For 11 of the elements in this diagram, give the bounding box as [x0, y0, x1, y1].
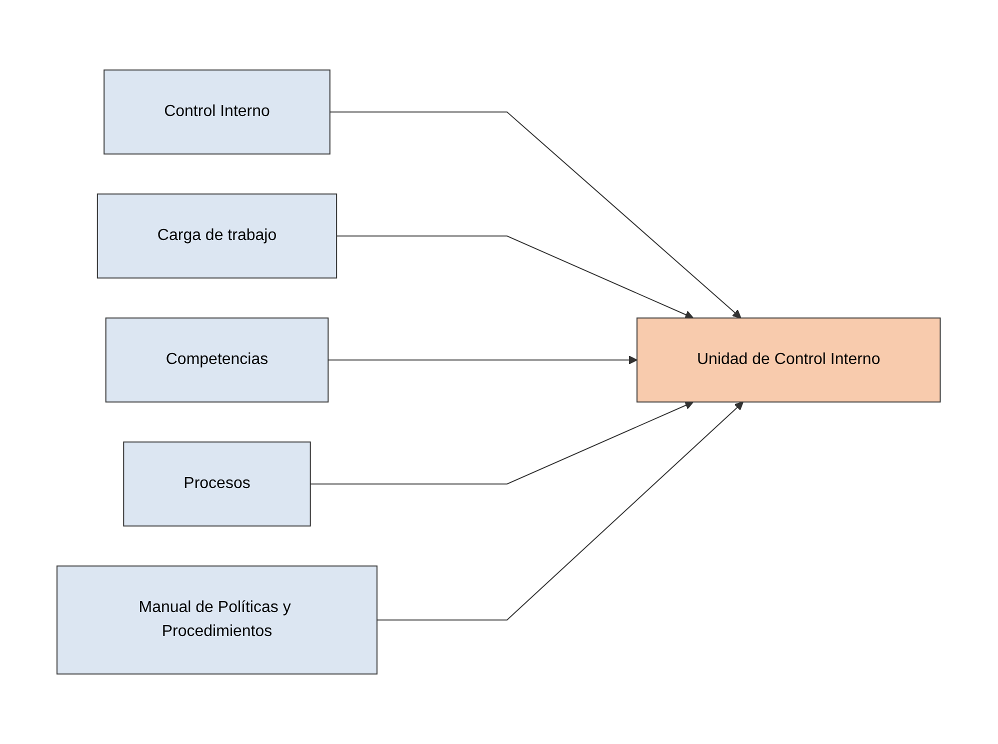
node-box: Control Interno — [104, 70, 331, 154]
node-box: Carga de trabajo — [97, 194, 338, 278]
arrow — [336, 236, 694, 319]
node-box: Unidad de Control Interno — [636, 318, 942, 402]
node-box: Manual de Políticas y Procedimientos — [56, 566, 378, 674]
node-box: Competencias — [106, 318, 330, 402]
arrow — [330, 112, 742, 318]
arrow — [376, 402, 744, 620]
node-box: Procesos — [124, 442, 312, 526]
arrow — [310, 401, 694, 484]
arrow — [328, 356, 638, 364]
